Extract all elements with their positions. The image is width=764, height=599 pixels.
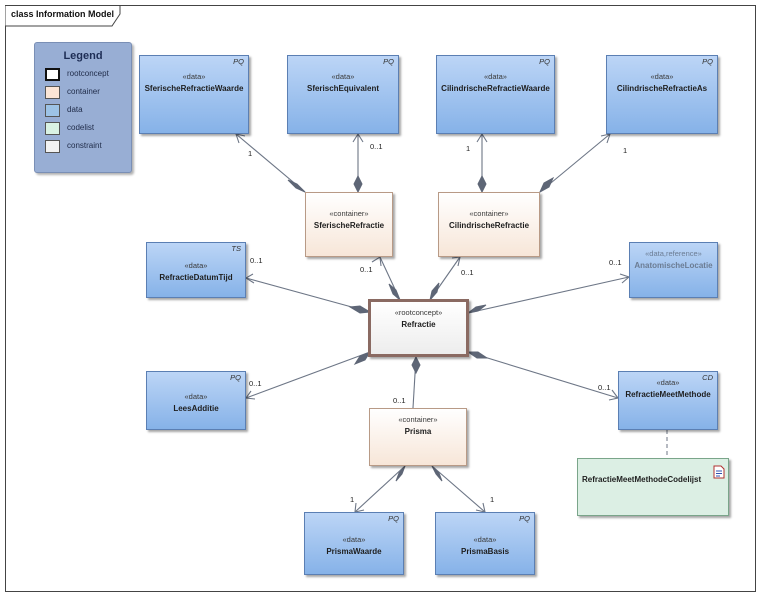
stereotype: «data,reference» [645,249,702,258]
node-name: SferischEquivalent [306,84,380,93]
node-anatomische-locatie[interactable]: «data,reference» AnatomischeLocatie [629,242,718,298]
node-cilindrische-refractie-as[interactable]: PQ «data» CilindrischeRefractieAs [606,55,718,134]
node-name: LeesAdditie [173,404,219,413]
legend-title: Legend [63,50,103,62]
type-tag: PQ [388,514,399,523]
multiplicity-label: 1 [350,495,355,504]
node-name: CilindrischeRefractie [448,221,530,230]
multiplicity-label: 0..1 [249,379,262,388]
node-prisma-waarde[interactable]: PQ «data» PrismaWaarde [304,512,404,575]
legend-swatch [45,86,60,99]
node-name: SferischeRefractie [313,221,385,230]
node-cilindrische-refractie-waarde[interactable]: PQ «data» CilindrischeRefractieWaarde [436,55,555,134]
multiplicity-label: 1 [490,495,495,504]
node-sferische-refractie-waarde[interactable]: PQ «data» SferischeRefractieWaarde [139,55,249,134]
document-icon [713,465,725,479]
type-tag: PQ [233,57,244,66]
stereotype: «data» [342,535,366,544]
node-refractie[interactable]: «rootconcept» Refractie [368,299,469,357]
stereotype: «data» [656,378,680,387]
node-prisma-basis[interactable]: PQ «data» PrismaBasis [435,512,535,575]
legend: Legend rootconcept container data codeli… [34,42,132,173]
multiplicity-label: 0..1 [370,142,383,151]
multiplicity-label: 1 [466,144,471,153]
type-tag: PQ [519,514,530,523]
type-tag: PQ [383,57,394,66]
node-refractie-meet-methode-codelijst[interactable]: RefractieMeetMethodeCodelijst [577,458,729,516]
multiplicity-label: 0..1 [598,383,611,392]
legend-swatch [45,122,60,135]
multiplicity-label: 1 [623,146,628,155]
legend-label: codelist [67,123,95,132]
edge-meetmethode [467,351,619,399]
node-sferische-refractie[interactable]: «container» SferischeRefractie [305,192,393,257]
stereotype: «container» [469,209,509,218]
multiplicity-label: 0..1 [461,268,474,277]
node-name: Prisma [404,427,432,436]
node-name: PrismaBasis [460,547,510,556]
node-name: CilindrischeRefractieWaarde [441,84,550,93]
type-tag: CD [702,373,713,382]
edge-prisma-waarde [354,465,406,513]
legend-item-codelist: codelist [35,120,131,138]
node-name: RefractieMeetMethodeCodelijst [582,475,702,484]
edge-leesadditie [245,351,371,399]
multiplicity-label: 0..1 [609,258,622,267]
node-name: RefractieMeetMethode [625,390,711,399]
type-tag: PQ [539,57,550,66]
multiplicity-label: 0..1 [393,396,406,405]
stereotype: «data» [473,535,497,544]
node-name: PrismaWaarde [326,547,382,556]
stereotype: «container» [329,209,369,218]
node-lees-additie[interactable]: PQ «data» LeesAdditie [146,371,246,430]
legend-item-container: container [35,84,131,102]
edge-cyl-as [539,133,611,193]
legend-swatch [45,140,60,153]
type-tag: TS [231,244,241,253]
type-tag: PQ [230,373,241,382]
stereotype: «container» [398,415,438,424]
node-cilindrische-refractie[interactable]: «container» CilindrischeRefractie [438,192,540,257]
node-prisma[interactable]: «container» Prisma [369,408,467,466]
node-name: RefractieDatumTijd [159,273,233,282]
legend-swatch [45,68,60,81]
legend-swatch [45,104,60,117]
edge-anatomisch [467,276,630,314]
legend-label: constraint [67,141,102,150]
multiplicity-label: 1 [248,149,253,158]
node-name: Refractie [401,320,436,329]
node-name: CilindrischeRefractieAs [616,84,708,93]
frame-title-tab [5,5,121,27]
edge-datumtijd [245,277,371,313]
stereotype: «rootconcept» [394,308,443,317]
stereotype: «data» [484,72,507,81]
node-refractie-meet-methode[interactable]: CD «data» RefractieMeetMethode [618,371,718,430]
frame-title: class Information Model [11,9,115,19]
type-tag: PQ [702,57,713,66]
multiplicity-label: 0..1 [250,256,263,265]
legend-item-data: data [35,102,131,120]
node-name: SferischeRefractieWaarde [144,84,244,93]
stereotype: «data» [331,72,355,81]
diagram-frame [5,5,756,592]
stereotype: «data» [184,261,208,270]
edge-prisma-basis [431,465,486,513]
legend-item-rootconcept: rootconcept [35,66,131,84]
stereotype: «data» [184,392,208,401]
stereotype: «data» [182,72,206,81]
stereotype: «data» [650,72,674,81]
legend-item-constraint: constraint [35,138,131,156]
node-name: AnatomischeLocatie [634,261,713,270]
node-sferisch-equivalent[interactable]: PQ «data» SferischEquivalent [287,55,399,134]
legend-label: data [67,105,83,114]
legend-label: rootconcept [67,69,109,78]
legend-label: container [67,87,100,96]
multiplicity-label: 0..1 [360,265,373,274]
node-refractie-datum-tijd[interactable]: TS «data» RefractieDatumTijd [146,242,246,298]
